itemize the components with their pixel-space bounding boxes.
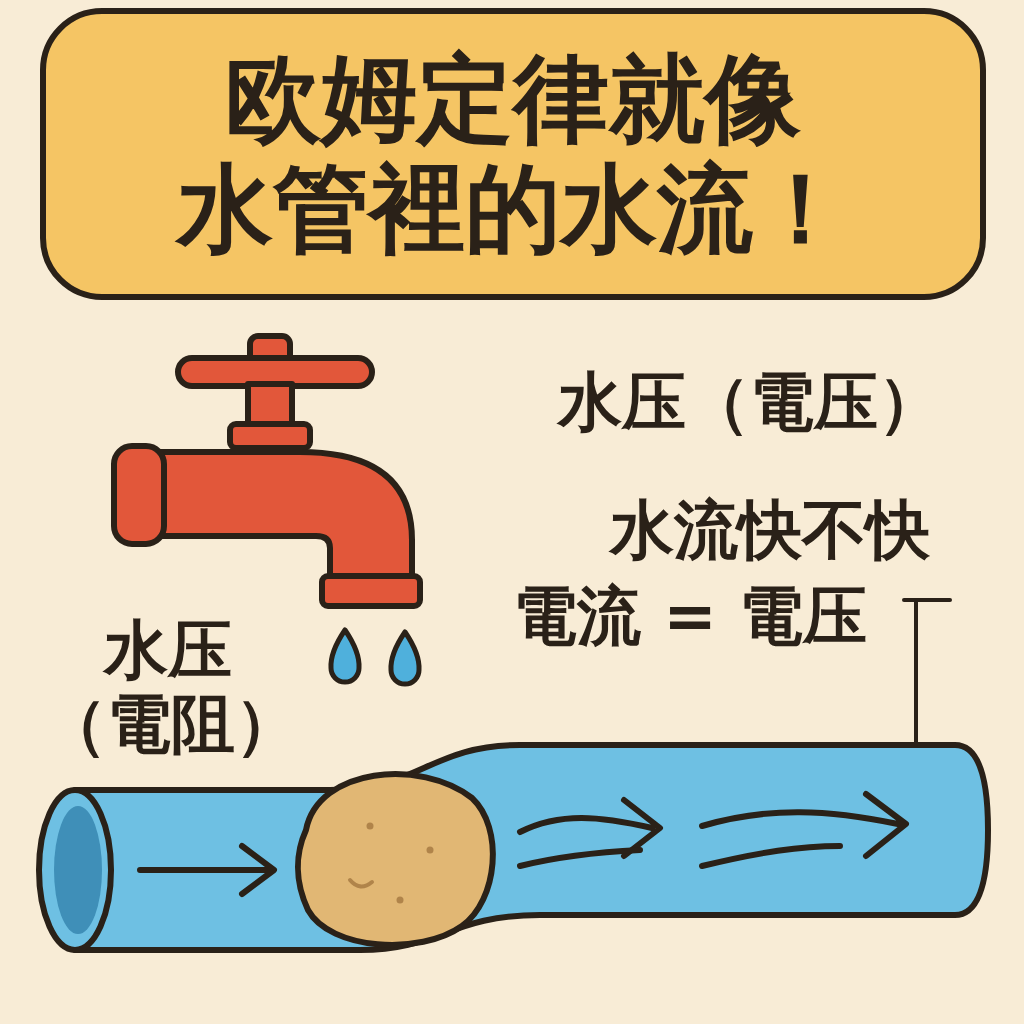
faucet — [114, 336, 420, 606]
potato-blockage — [298, 774, 493, 945]
potato-spot — [427, 847, 434, 854]
water-drop — [391, 632, 419, 684]
faucet-base — [114, 446, 164, 544]
leader-line — [904, 600, 950, 745]
flow-line — [520, 850, 640, 866]
title: 欧姆定律就像 水管裡的水流！ — [83, 44, 943, 265]
title-box: 欧姆定律就像 水管裡的水流！ — [40, 8, 986, 300]
water-drops — [331, 630, 419, 684]
faucet-nozzle — [322, 576, 420, 606]
flow-arrow — [140, 846, 274, 894]
potato-spot — [397, 897, 404, 904]
annotation-label: 水流快不快 — [580, 494, 960, 568]
leader-line — [914, 600, 918, 745]
water-drop — [331, 630, 359, 682]
pipe-body — [75, 745, 988, 950]
leader-tick — [904, 598, 950, 602]
pipe-opening — [39, 790, 111, 950]
flow-line — [702, 846, 840, 866]
potato — [298, 774, 493, 945]
annotation-label: 電流 = 電压 — [490, 580, 890, 654]
flow-arrows — [140, 794, 906, 894]
potato-spot — [367, 823, 374, 830]
resistance-label: 水压 （電阻） — [43, 614, 293, 761]
faucet-collar — [230, 424, 310, 448]
annotation-label: 水压（電压） — [540, 366, 960, 440]
faucet-body — [150, 452, 412, 580]
potato-mark — [350, 880, 372, 887]
pipe-inside — [54, 806, 102, 934]
pipe — [39, 745, 988, 950]
